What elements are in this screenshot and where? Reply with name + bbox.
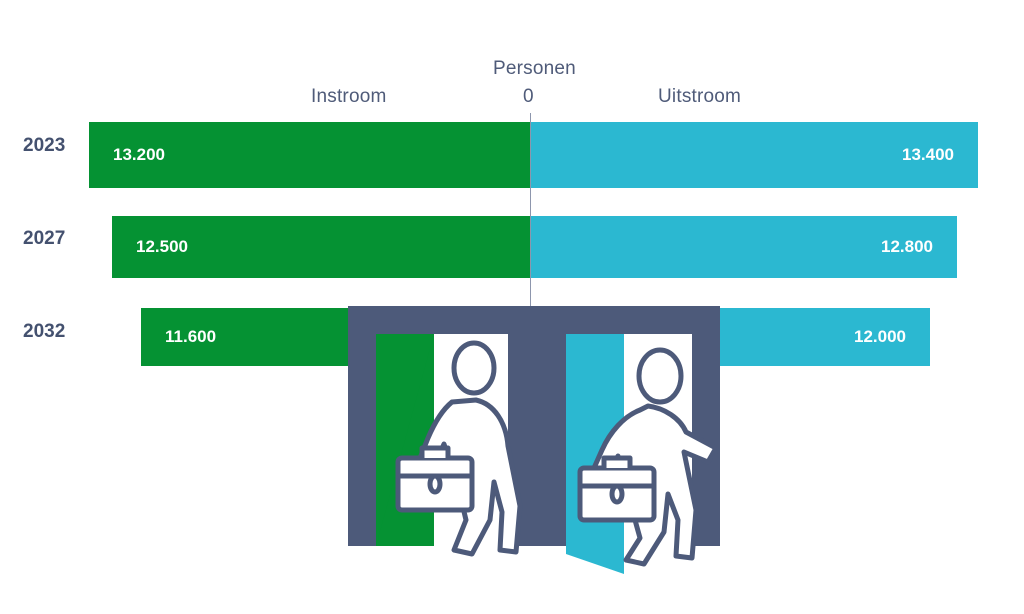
- category-label-2032: 2032: [23, 321, 66, 342]
- category-label-2023: 2023: [23, 135, 66, 156]
- bar-value-label: 12.800: [881, 237, 933, 256]
- bar-instroom-2027[interactable]: 12.500: [112, 216, 530, 278]
- bar-value-label: 11.600: [165, 327, 217, 346]
- legend-label-uitstroom: Uitstroom: [658, 86, 742, 107]
- bar-value-label: 12.000: [854, 327, 906, 346]
- legend-label-instroom: Instroom: [311, 86, 387, 107]
- bar-value-label: 13.200: [113, 145, 165, 164]
- doorway-illustration: [348, 306, 720, 574]
- bar-instroom-2023[interactable]: 13.200: [89, 122, 530, 188]
- table-row: 12.500 12.800: [0, 216, 1024, 278]
- bar-uitstroom-2027[interactable]: 12.800: [531, 216, 957, 278]
- bar-value-label: 13.400: [902, 145, 954, 164]
- doorway-icon: [348, 306, 720, 574]
- axis-zero-line: [530, 113, 531, 425]
- bar-uitstroom-2023[interactable]: 13.400: [531, 122, 978, 188]
- bar-value-label: 12.500: [136, 237, 188, 256]
- axis-zero-tick-label: 0: [523, 86, 534, 107]
- table-row: 13.200 13.400: [0, 122, 1024, 188]
- category-label-2027: 2027: [23, 228, 66, 249]
- chart-axis-title: Personen: [493, 58, 576, 79]
